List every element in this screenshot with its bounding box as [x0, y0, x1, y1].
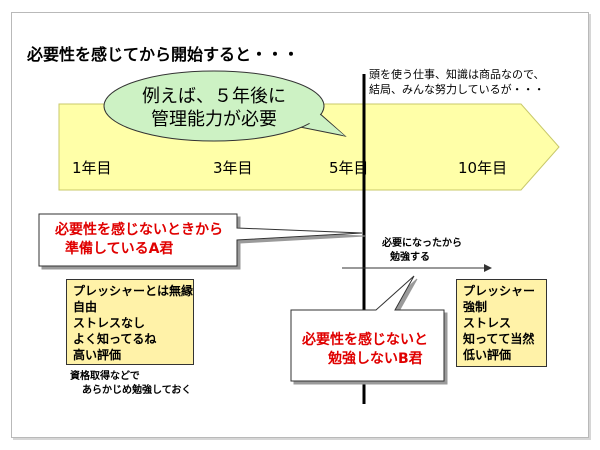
- person-a-label: 必要性を感じないときから 準備しているA君: [55, 221, 223, 259]
- trait-item: 高い評価: [73, 348, 122, 362]
- trait-item: 知ってて当然: [463, 332, 535, 346]
- person-b-label-line: 勉強しないB君: [328, 351, 423, 367]
- speech-bubble: [103, 70, 347, 142]
- top-note-line: 結局、みんな努力しているが・・・: [369, 83, 545, 96]
- bubble-line: 管理能力が必要: [151, 109, 277, 130]
- year-label-5: 5年目: [329, 159, 369, 177]
- study-arrow: [342, 264, 492, 272]
- trait-item: プレッシャー: [463, 284, 536, 298]
- person-a-label-line: 必要性を感じないときから: [55, 222, 223, 238]
- note-line: 資格取得などで: [70, 371, 140, 382]
- trait-item: プレッシャーとは無縁: [73, 284, 194, 298]
- top-note-line: 頭を使う仕事、知識は商品なので、: [369, 68, 545, 81]
- bubble-text: 例えば、５年後に 管理能力が必要: [140, 85, 288, 131]
- trait-item: 強制: [463, 300, 488, 314]
- bubble-line: 例えば、５年後に: [142, 86, 286, 107]
- year-label-3: 3年目: [213, 159, 253, 177]
- person-b-trigger: 必要になったから 勉強する: [382, 237, 462, 265]
- page-title: 必要性を感じてから開始すると・・・: [27, 45, 300, 64]
- person-b-traits: プレッシャー 強制 ストレス 知ってて当然 低い評価: [456, 279, 547, 367]
- note-line: あらかじめ勉強しておく: [82, 385, 192, 396]
- person-b-label-line: 必要性を感じないと: [302, 332, 428, 348]
- top-note: 頭を使う仕事、知識は商品なので、 結局、みんな努力しているが・・・: [369, 67, 545, 97]
- trait-item: よく知ってるね: [73, 332, 157, 346]
- trait-item: 低い評価: [463, 348, 512, 362]
- trait-item: ストレスなし: [73, 316, 146, 330]
- year-label-10: 10年目: [458, 159, 508, 177]
- person-a-traits: プレッシャーとは無縁 自由 ストレスなし よく知ってるね 高い評価: [66, 279, 194, 365]
- trait-item: ストレス: [463, 316, 512, 330]
- trigger-line: 必要になったから: [382, 238, 462, 249]
- trigger-line: 勉強する: [390, 252, 430, 263]
- person-a-label-line: 準備しているA君: [65, 241, 174, 257]
- trait-item: 自由: [73, 300, 98, 314]
- person-a-note: 資格取得などで あらかじめ勉強しておく: [70, 370, 191, 398]
- person-a-callout: [38, 213, 363, 267]
- year-label-1: 1年目: [72, 159, 112, 177]
- person-b-label: 必要性を感じないと 勉強しないB君: [302, 331, 428, 369]
- person-b-callout: [290, 275, 445, 382]
